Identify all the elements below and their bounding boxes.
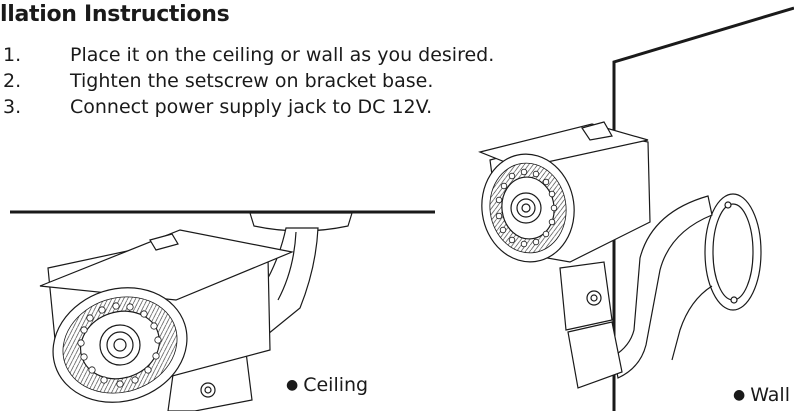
- step-text: Place it on the ceiling or wall as you d…: [70, 44, 495, 66]
- bullet-icon: ●: [286, 377, 299, 393]
- wall-outline: [614, 8, 794, 411]
- bullet-icon: ●: [733, 387, 746, 403]
- bracket-swivel: [560, 262, 612, 330]
- caption-ceiling: ●Ceiling: [286, 374, 368, 396]
- caption-ceiling-label: Ceiling: [303, 374, 369, 396]
- wall-mount-illustration: [475, 8, 794, 411]
- step-number: 1.: [3, 44, 22, 66]
- caption-wall: ●Wall: [733, 384, 790, 406]
- caption-wall-label: Wall: [750, 384, 790, 406]
- ceiling-mount-illustration: [10, 212, 435, 411]
- step-number: 2.: [3, 70, 22, 92]
- step-text: Connect power supply jack to DC 12V.: [70, 96, 433, 118]
- step-text: Tighten the setscrew on bracket base.: [70, 70, 434, 92]
- step-number: 3.: [3, 96, 22, 118]
- section-heading: llation Instructions: [0, 2, 230, 27]
